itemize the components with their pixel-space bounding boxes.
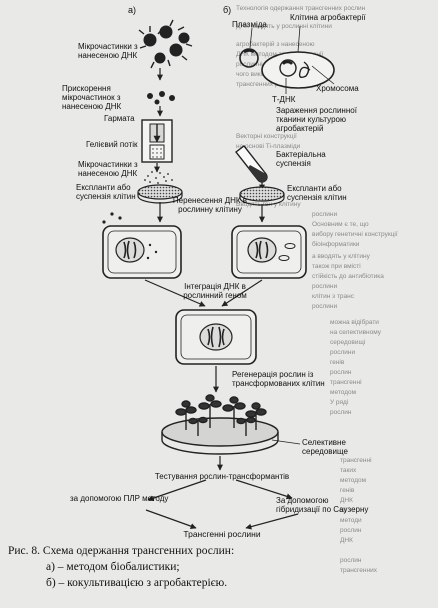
chromosome-label: Хромосома — [316, 84, 359, 93]
arrow-split-southern — [235, 479, 293, 500]
selective-medium-label: Селективне середовище — [302, 438, 348, 456]
background-text-line: рослини — [312, 211, 338, 218]
background-text-line: клітин з транс — [312, 293, 354, 300]
microparticles-label: Мікрочастинки з нанесеною ДНК — [78, 42, 138, 60]
gun-label: Гармата — [104, 114, 135, 123]
background-text-line: рослин — [330, 409, 352, 416]
background-text-line: Ці — [340, 507, 347, 514]
regeneration-label: Регенерація рослин із трансформованих кл… — [232, 370, 325, 388]
background-text-line: Основним є те, що — [312, 221, 369, 228]
test-tube-icon — [235, 145, 268, 183]
arrow-split-pcr — [147, 479, 207, 502]
agro-cell-label: Клітина агробактерії — [290, 13, 366, 22]
background-text-line: рослини — [312, 283, 338, 290]
background-text-line: Векторні конструкції — [236, 133, 297, 140]
background-text-line: методом — [340, 477, 367, 484]
transformed-cell-icon — [175, 309, 257, 365]
transfer-label: Перенесення ДНК в рослинну клітину — [172, 196, 248, 214]
explant-a-label: Експланти або суспензія клітин — [76, 183, 136, 201]
background-text-line: методом — [330, 389, 357, 396]
plant-cell-b-icon — [231, 225, 307, 279]
result-label: Трансгенні рослини — [183, 529, 261, 539]
bacterial-suspension-label: Бактеріальна суспензія — [276, 150, 326, 168]
background-text-line: методи — [340, 517, 362, 524]
background-text-line: Технологія одержання трансгенних рослин — [236, 5, 366, 12]
arrow-merge-b — [221, 279, 263, 307]
background-text-line: агробактерій з нанесеною — [236, 41, 315, 48]
panel-b-label: б) — [223, 5, 232, 15]
dna-particles-icon — [102, 212, 122, 224]
background-text-line: трансгенних рослин — [236, 81, 297, 88]
agrobacterium-cell-icon — [261, 51, 335, 89]
southern-label: За допомогою гібридизації по Саузерну — [276, 496, 369, 514]
pcr-label: за допомогою ПЛР методу — [70, 494, 169, 503]
plasmid-icon — [239, 48, 259, 68]
chromosome-pointer — [311, 65, 335, 85]
background-text-line: на селективному — [330, 329, 382, 336]
background-text-line: рослин — [340, 527, 362, 534]
background-text-line: стійкість до антибіотика — [312, 273, 384, 280]
panel-a-label: а) — [128, 5, 137, 15]
agro-pointer — [297, 25, 301, 53]
background-text-line: рослин — [340, 557, 362, 564]
testing-label: Тестування рослин-трансформантів — [154, 472, 290, 481]
microparticles-2-label: Мікрочастинки з нанесеною ДНК — [78, 160, 138, 178]
plants-dish-icon — [161, 394, 279, 455]
background-text-line: можна відібрати — [330, 319, 379, 326]
background-text-line: генів — [340, 487, 355, 494]
figure-caption-line-3: б) – кокультивацією з агробактерією. — [46, 577, 228, 589]
acceleration-label: Прискорення мікрочастинок з нанесеною ДН… — [62, 84, 122, 111]
background-text-line: трансгенні — [330, 379, 362, 386]
background-text-line: вибору генетичні конструкції — [312, 231, 398, 238]
helium-flow-label: Гелієвий потік — [86, 140, 138, 149]
background-text-line: рослини — [312, 303, 338, 310]
explant-b-label: Експланти або суспензія клітин — [287, 184, 347, 202]
microparticle-cluster-icon — [138, 19, 193, 69]
background-text-line: трансгенних — [340, 567, 377, 574]
background-text-line: таких — [340, 467, 357, 474]
gene-gun-icon — [141, 119, 173, 163]
figure-caption-line-2: а) – методом біобалистики; — [46, 561, 180, 573]
plant-cell-a-icon — [102, 225, 182, 279]
accelerated-particles-icon — [147, 91, 175, 105]
background-text-line: середовищі — [330, 339, 366, 346]
background-text-line: біоінформатики — [312, 241, 360, 248]
arrow-merge-a — [144, 279, 206, 307]
figure-caption-line-1: Рис. 8. Схема одержання трансгенних росл… — [8, 545, 235, 557]
background-text-line: У ряді — [330, 399, 349, 406]
arrow-join-southern — [245, 513, 299, 530]
background-text-line: генів — [330, 359, 345, 366]
plasmid-pointer — [249, 27, 253, 49]
background-text-line: на основі Ti-плазміди — [236, 143, 301, 150]
background-text-line: рослин — [330, 369, 352, 376]
medium-pointer — [271, 439, 301, 445]
tdna-label: Т-ДНК — [272, 95, 296, 104]
background-text-line: також при вмісті — [312, 263, 361, 270]
background-text-line: ДНК вводять у рослинні клітини — [236, 23, 332, 30]
integration-label: Інтеграція ДНК в рослинний геном — [183, 282, 247, 300]
background-text-line: рослини — [330, 349, 356, 356]
background-text-line: ДНК — [340, 537, 353, 544]
plasmid-label: Плазміда — [232, 20, 267, 29]
explant-dish-b-icon — [239, 186, 285, 206]
background-text-line: ДНК — [340, 497, 353, 504]
arrow-join-pcr — [145, 509, 197, 529]
infection-label: Зараження рослинної тканини культурою аг… — [276, 106, 357, 133]
background-text-line: а вводять у клітину — [312, 253, 370, 260]
particle-spray-icon — [144, 171, 173, 184]
background-text-line: трансгенні — [340, 457, 372, 464]
